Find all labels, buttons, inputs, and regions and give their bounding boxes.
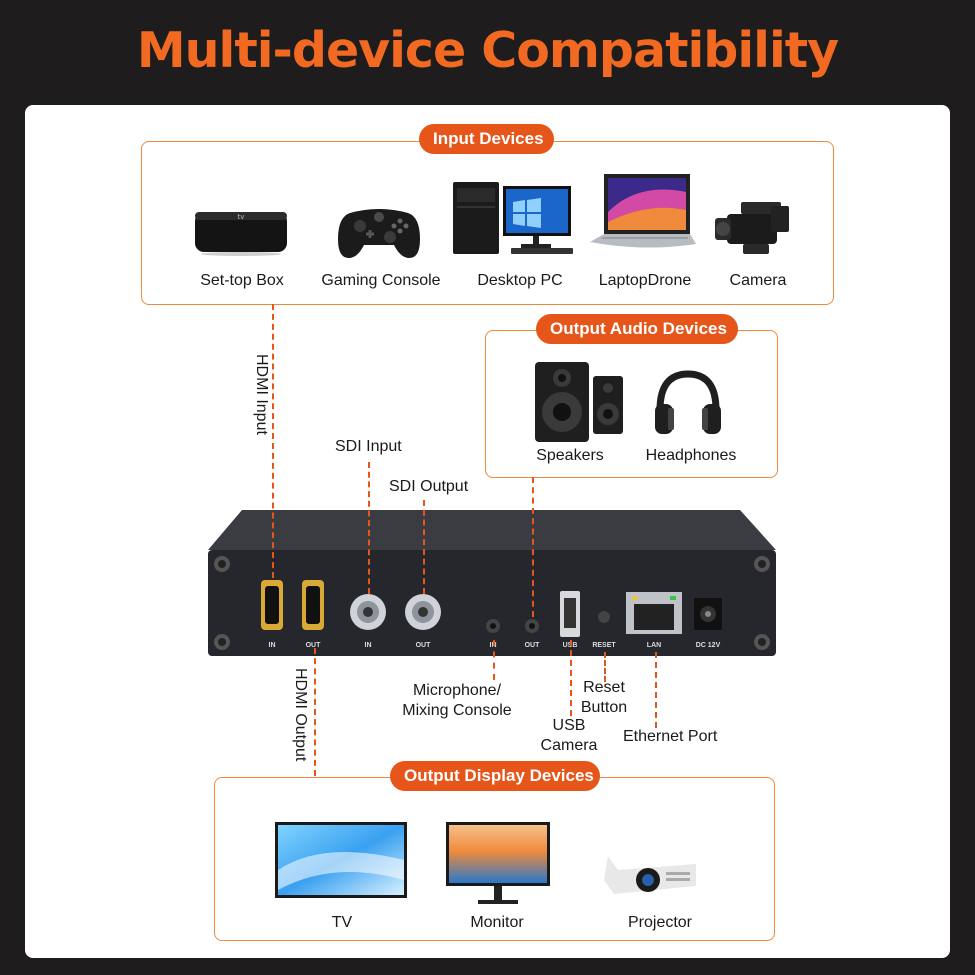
- callout-microphone-line2: Mixing Console: [402, 702, 512, 719]
- callout-microphone-line1: Microphone/: [412, 682, 502, 699]
- port-label-audio-out: OUT: [524, 642, 540, 649]
- encoder-device: [208, 510, 776, 656]
- output-display-devices-header: Output Display Devices: [390, 761, 600, 791]
- device-label-projector: Projector: [627, 914, 693, 931]
- device-label-desktop-pc: Desktop PC: [477, 272, 563, 289]
- laptop-icon: [590, 174, 696, 248]
- connector-ethernet: [655, 652, 657, 728]
- callout-usb-line1: USB: [552, 717, 586, 734]
- projector-icon: [604, 850, 696, 894]
- callout-reset-line2: Button: [580, 699, 628, 716]
- output-audio-devices-group: [485, 330, 778, 478]
- connector-sdi-input: [368, 462, 370, 594]
- output-audio-devices-header: Output Audio Devices: [536, 314, 738, 344]
- game-controller-icon: [338, 209, 420, 259]
- device-label-tv: TV: [331, 914, 353, 931]
- speakers-icon: [535, 362, 623, 442]
- port-label-sdi-in: IN: [364, 642, 372, 649]
- device-label-monitor: Monitor: [470, 914, 524, 931]
- connector-usb: [570, 640, 572, 716]
- headphones-icon: [655, 370, 721, 434]
- page-title: Multi-device Compatibility: [136, 22, 839, 79]
- port-label-dc: DC 12V: [695, 642, 721, 649]
- callout-sdi-output: SDI Output: [389, 478, 469, 495]
- connector-reset: [604, 652, 606, 682]
- connector-sdi-output: [423, 500, 425, 594]
- callout-sdi-input: SDI Input: [335, 438, 402, 455]
- port-label-reset: RESET: [592, 642, 616, 649]
- callout-usb-line2: Camera: [540, 737, 598, 754]
- device-label-laptopdrone: LaptopDrone: [598, 272, 692, 289]
- callout-ethernet-port: Ethernet Port: [623, 728, 718, 745]
- connector-hdmi-output: [314, 648, 316, 776]
- device-label-set-top-box: Set-top Box: [200, 272, 284, 289]
- port-label-hdmi-in: IN: [268, 642, 276, 649]
- device-label-camera: Camera: [729, 272, 787, 289]
- device-label-speakers: Speakers: [536, 447, 604, 464]
- callout-usb-camera: USB Camera: [535, 716, 603, 756]
- port-label-hdmi-out: OUT: [305, 642, 321, 649]
- callout-reset-line1: Reset: [583, 679, 625, 696]
- port-label-sdi-out: OUT: [415, 642, 431, 649]
- connector-hdmi-input: [272, 304, 274, 578]
- connector-mic: [493, 640, 495, 680]
- callout-reset-button: Reset Button: [574, 678, 634, 718]
- svg-text:tv: tv: [238, 213, 245, 221]
- connector-audio-out: [532, 477, 534, 617]
- callout-hdmi-input: HDMI Input: [253, 354, 270, 435]
- tv-icon: [275, 822, 407, 898]
- callout-hdmi-output: HDMI Output: [292, 668, 309, 762]
- desktop-pc-icon: [453, 182, 573, 254]
- monitor-icon: [446, 822, 550, 904]
- port-label-lan: LAN: [646, 642, 662, 649]
- device-label-gaming-console: Gaming Console: [321, 272, 441, 289]
- set-top-box-icon: tv: [195, 212, 287, 256]
- callout-microphone: Microphone/ Mixing Console: [395, 681, 519, 721]
- video-camera-icon: [715, 202, 789, 254]
- input-devices-header: Input Devices: [419, 124, 554, 154]
- device-label-headphones: Headphones: [645, 447, 737, 464]
